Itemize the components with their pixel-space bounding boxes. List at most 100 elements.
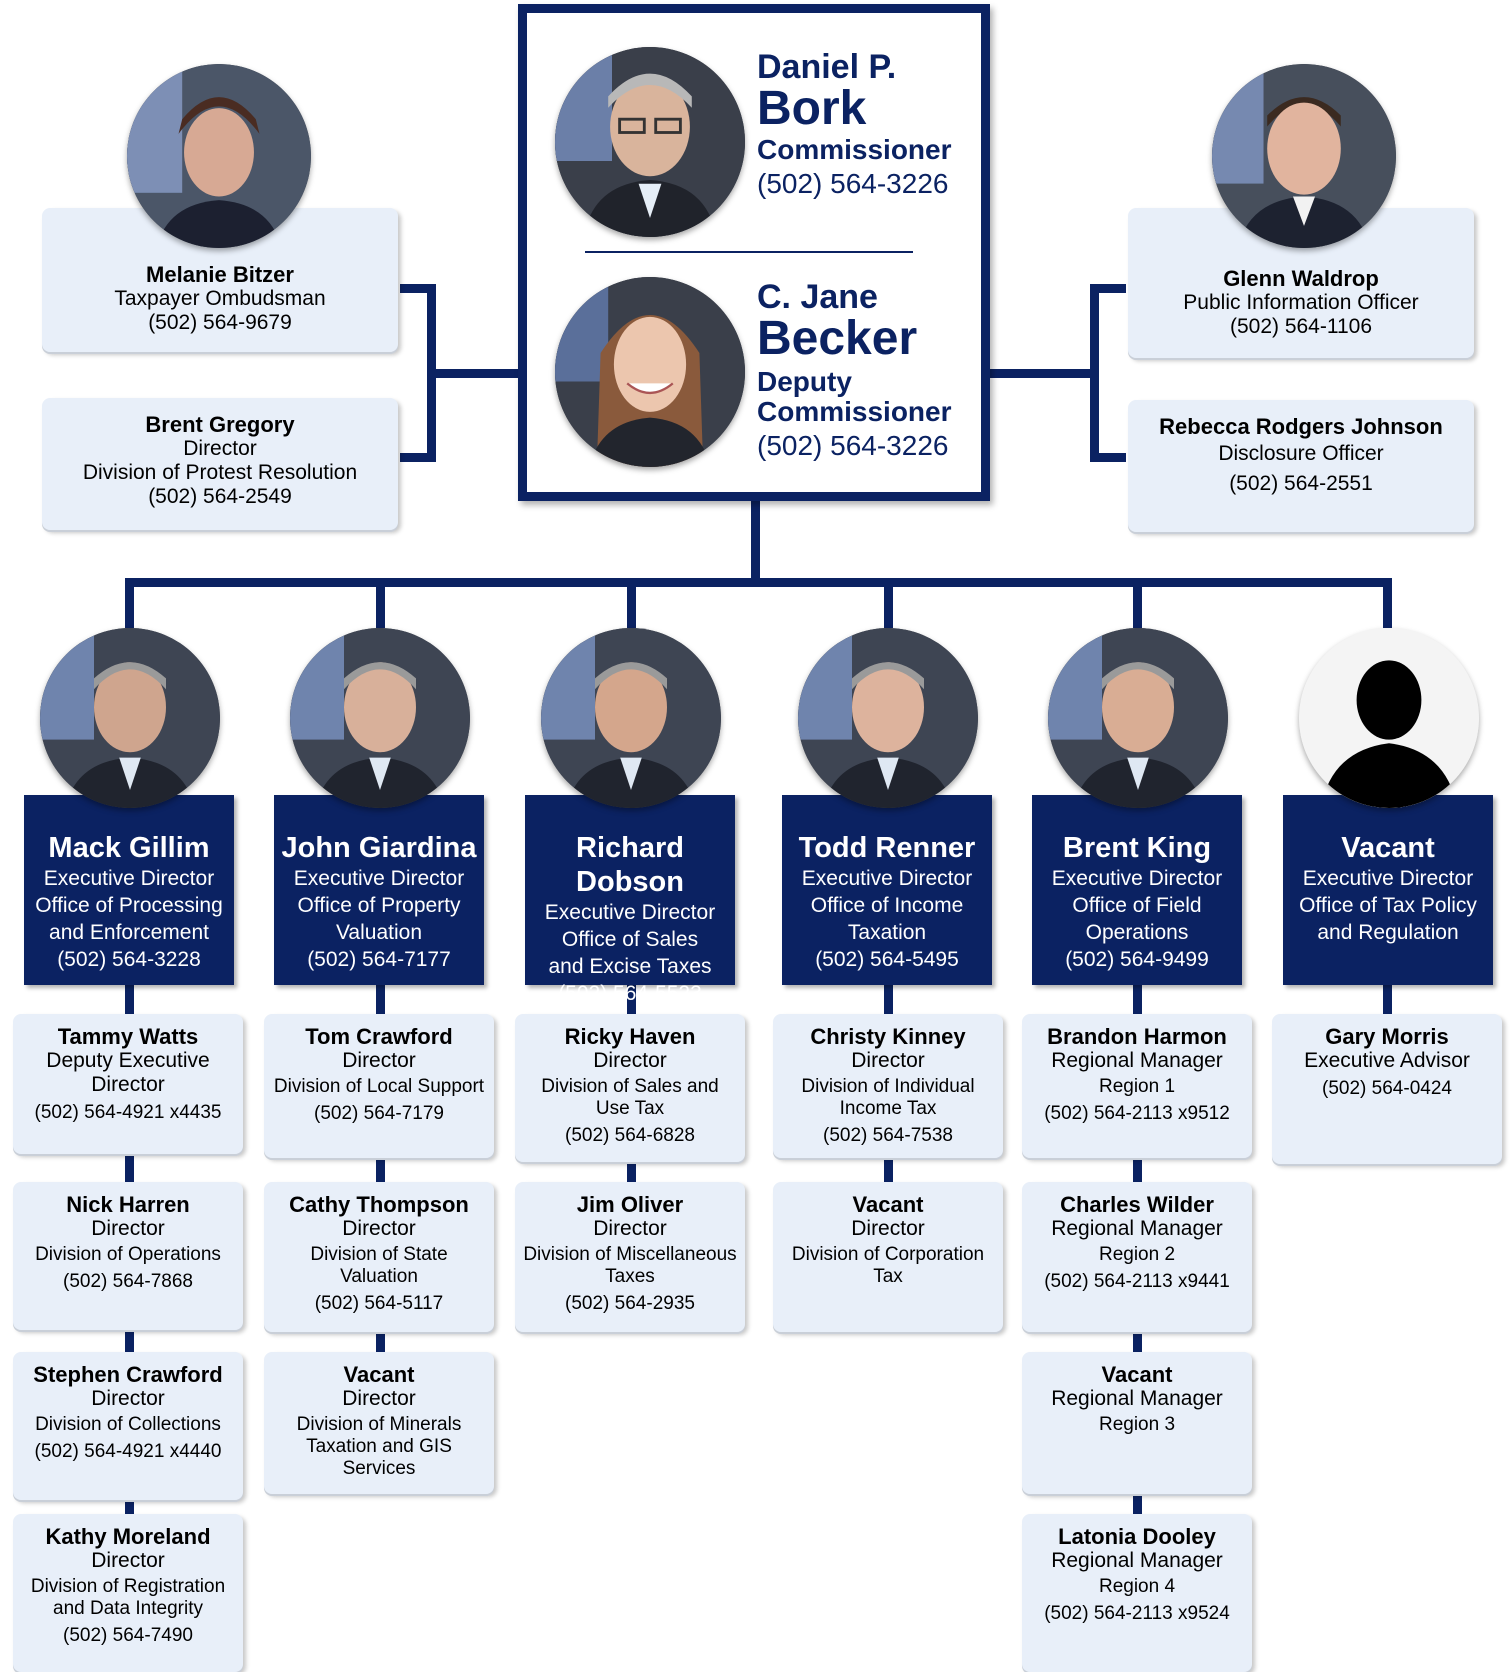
exec-name: John Giardina	[281, 832, 477, 864]
person-division: Region 1	[1098, 1076, 1176, 1097]
commissioner-phone: (502) 564-3226	[757, 168, 949, 199]
exec-phone: (502) 564-9499	[1065, 948, 1209, 971]
person-title: Director	[91, 1217, 165, 1240]
deputy-first-name: C. Jane	[757, 278, 878, 316]
person-title: Regional Manager	[1051, 1217, 1223, 1240]
exec-phone: (502) 564-5523	[558, 982, 702, 1005]
staff-name: Rebecca Rodgers Johnson	[1159, 414, 1443, 439]
connector-left-top	[400, 284, 436, 293]
person-phone: (502) 564-4921 x4440	[34, 1441, 222, 1462]
staff-phone: (502) 564-2549	[148, 485, 292, 508]
person-name: Ricky Haven	[564, 1024, 696, 1049]
person-name: Vacant	[1101, 1362, 1173, 1387]
deputy-title-line1: Deputy	[757, 366, 852, 397]
commissioner-photo	[555, 47, 745, 237]
exec-title-line: Office of Property	[297, 894, 461, 917]
person-division: Region 4	[1098, 1576, 1176, 1597]
person-division: Division of Collections	[35, 1414, 221, 1435]
person-division: Region 2	[1098, 1244, 1176, 1265]
deputy-photo	[555, 277, 745, 467]
person-phone: (502) 564-0424	[1322, 1078, 1452, 1099]
person-name: Latonia Dooley	[1058, 1524, 1216, 1549]
person-title: Regional Manager	[1051, 1549, 1223, 1572]
exec-name: Richard Dobson	[576, 832, 684, 898]
exec-phone: (502) 564-3228	[57, 948, 201, 971]
person-phone: (502) 564-2113 x9524	[1044, 1603, 1230, 1624]
staff-title: Disclosure Officer	[1218, 442, 1384, 465]
exec-photo	[541, 628, 721, 808]
staff-name: Glenn Waldrop	[1223, 266, 1379, 291]
exec-title-line: Office of Tax Policy	[1299, 894, 1477, 917]
person-title: Director	[342, 1387, 416, 1410]
leadership-box: Daniel P. Bork Commissioner (502) 564-32…	[518, 4, 990, 501]
person-name: Charles Wilder	[1060, 1192, 1214, 1217]
person-title: Regional Manager	[1051, 1387, 1223, 1410]
commissioner-title: Commissioner	[757, 134, 952, 165]
exec-photo	[290, 628, 470, 808]
staff-card-disclosure: Rebecca Rodgers Johnson Disclosure Offic…	[1128, 400, 1474, 532]
staff-division: Division of Protest Resolution	[82, 461, 358, 484]
exec-name: Mack Gillim	[48, 832, 210, 864]
person-phone: (502) 564-7490	[63, 1625, 193, 1646]
staff-name: Melanie Bitzer	[146, 262, 294, 287]
staff-phone: (502) 564-9679	[148, 311, 292, 334]
staff-card-ombudsman: Melanie Bitzer Taxpayer Ombudsman (502) …	[42, 208, 398, 352]
person-phone: (502) 564-6828	[565, 1125, 695, 1146]
person-phone: (502) 564-2113 x9441	[1044, 1271, 1230, 1292]
connector-drop-4	[884, 578, 893, 628]
person-title: Director	[342, 1049, 416, 1072]
person-division: Division of Corporation Tax	[791, 1244, 985, 1287]
connector-drop-2	[376, 578, 385, 628]
person-division: Region 3	[1098, 1414, 1176, 1435]
person-name: Vacant	[852, 1192, 924, 1217]
staff-phone: (502) 564-1106	[1229, 315, 1373, 338]
vacant-silhouette-icon	[1299, 628, 1479, 808]
exec-phone: (502) 564-5495	[815, 948, 959, 971]
connector-right-bottom	[1090, 453, 1126, 462]
commissioner-first-name: Daniel P.	[757, 48, 897, 86]
person-name: Gary Morris	[1325, 1024, 1449, 1049]
ombudsman-photo	[127, 64, 311, 248]
person-division: Division of Sales and Use Tax	[541, 1076, 719, 1119]
exec-title-line: Office of Income	[810, 894, 964, 917]
deputy-phone: (502) 564-3226	[757, 430, 949, 461]
person-title: Director	[91, 1387, 165, 1410]
connector-left-h	[427, 369, 522, 378]
leadership-divider	[585, 251, 913, 253]
person-name: Cathy Thompson	[289, 1192, 469, 1217]
connector-right-top	[1090, 284, 1126, 293]
connector-right-h	[986, 369, 1092, 378]
commissioner-info: Daniel P. Bork Commissioner (502) 564-32…	[757, 49, 987, 203]
connector-right-v	[1090, 284, 1099, 462]
exec-title-line: Executive Director	[1051, 867, 1223, 890]
exec-title-line: and Enforcement	[49, 921, 209, 944]
person-phone: (502) 564-2113 x9512	[1044, 1103, 1230, 1124]
person-division: Division of Minerals Taxation and GIS Se…	[296, 1414, 462, 1479]
exec-title-line: Executive Director	[801, 867, 973, 890]
exec-photo	[40, 628, 220, 808]
exec-photo	[1048, 628, 1228, 808]
person-division: Division of Local Support	[273, 1076, 485, 1097]
exec-title-line: and Excise Taxes	[548, 955, 712, 978]
exec-title-line: Executive Director	[1302, 867, 1474, 890]
deputy-title-line2: Commissioner	[757, 396, 952, 427]
person-name: Tom Crawford	[305, 1024, 453, 1049]
person-name: Brandon Harmon	[1047, 1024, 1227, 1049]
spine-col-6	[1383, 980, 1392, 1020]
person-title: Executive Advisor	[1304, 1049, 1470, 1072]
person-name: Tammy Watts	[57, 1024, 199, 1049]
connector-drop-6	[1383, 578, 1392, 628]
